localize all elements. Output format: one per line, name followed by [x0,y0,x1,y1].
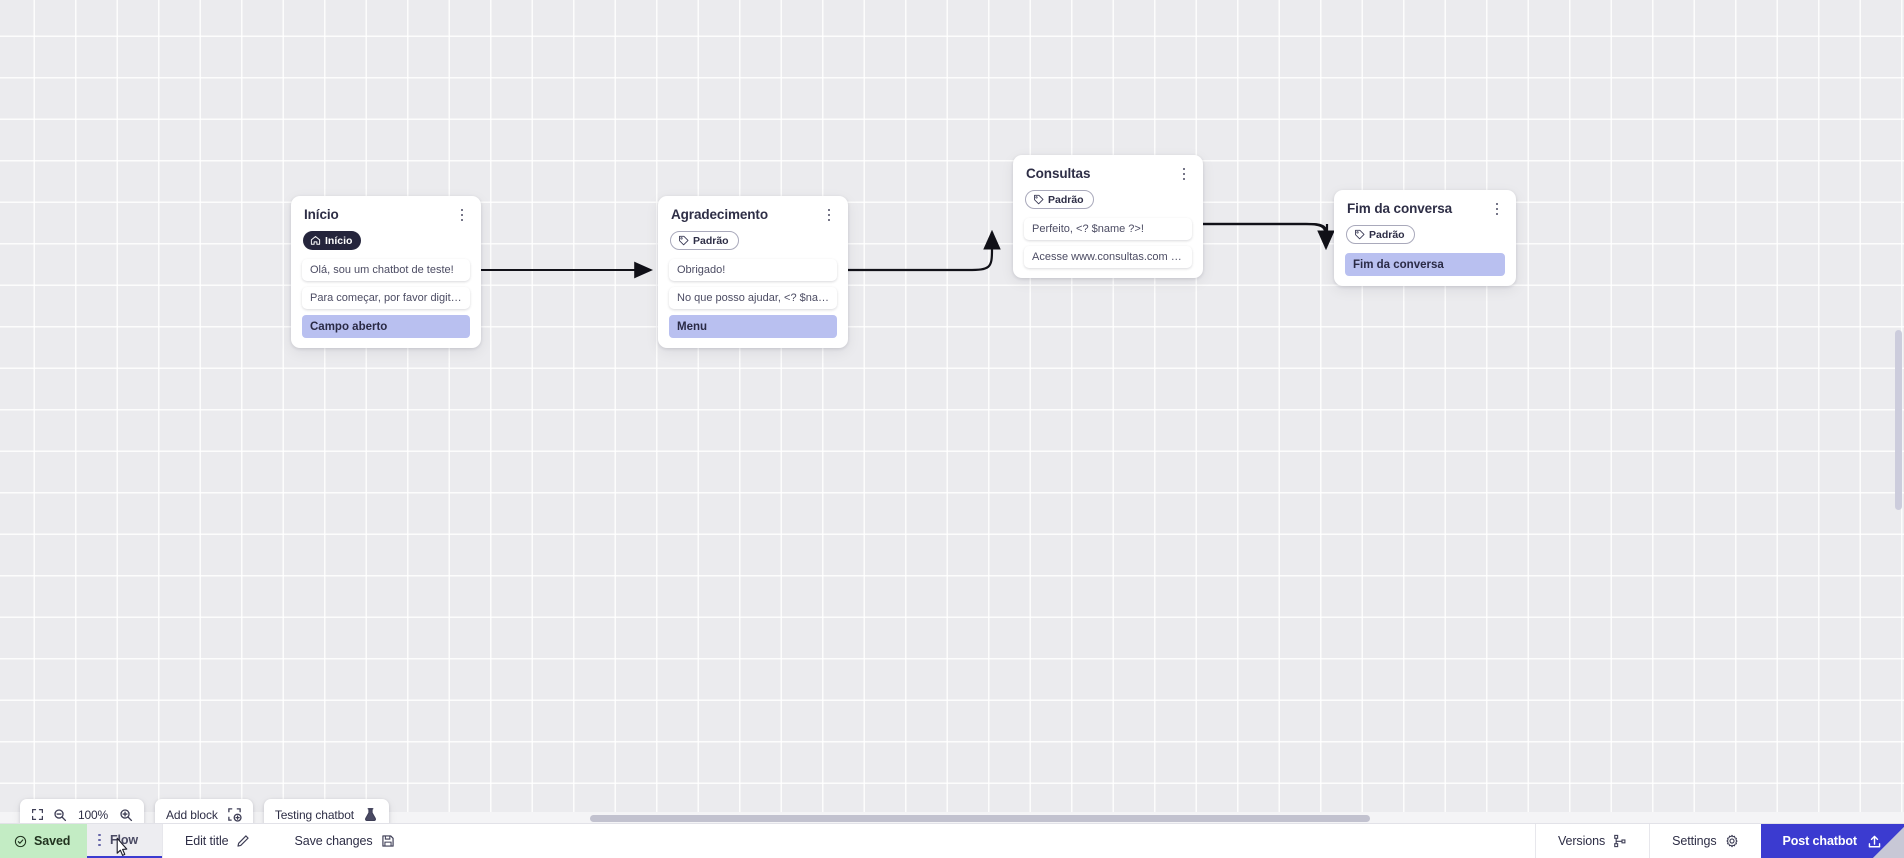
flask-icon [363,807,378,822]
node-action[interactable]: Fim da conversa [1345,253,1505,276]
settings-label: Settings [1672,834,1717,848]
flow-node-agradecimento[interactable]: Agradecimento Padrão Obrigado! No que po… [658,196,848,348]
settings-button[interactable]: Settings [1649,824,1760,858]
check-circle-icon [14,835,27,847]
gear-icon [1725,834,1738,848]
node-badge-label: Padrão [1369,228,1405,241]
versions-label: Versions [1557,834,1606,848]
node-badge-padrao[interactable]: Padrão [1025,190,1094,209]
node-message-text: Acesse www.consultas.com par... [1032,251,1184,263]
node-badge-inicio[interactable]: Início [303,231,362,250]
node-message-text: No que posso ajudar, <? $name ... [677,292,829,304]
flow-canvas[interactable]: Início Início Olá, sou um chatbot de tes… [0,0,1904,823]
vertical-scrollbar-thumb[interactable] [1895,330,1902,510]
node-badge-label: Início [325,234,353,247]
zoom-out-icon[interactable] [53,808,67,822]
node-title: Consultas [1026,166,1091,181]
kebab-menu-icon[interactable] [98,833,101,847]
pencil-icon [237,835,250,847]
tag-icon [679,235,689,246]
bottom-status-bar: Saved Flow Edit title Save changes [0,823,1904,858]
home-icon [310,236,321,245]
edge-consultas-fim-tail [1202,222,1335,251]
fit-screen-icon[interactable] [31,808,44,821]
node-badge-label: Padrão [693,234,729,247]
tab-flow-label: Flow [109,833,139,847]
node-action[interactable]: Menu [669,315,837,338]
edge-agradecimento-consultas [847,229,1001,272]
node-badge-row: Padrão [1345,225,1505,245]
node-action-text: Campo aberto [310,320,388,333]
flow-node-inicio[interactable]: Início Início Olá, sou um chatbot de tes… [291,196,481,348]
node-title: Fim da conversa [1347,201,1453,216]
node-message[interactable]: Perfeito, <? $name ?>! [1024,218,1192,240]
kebab-menu-icon[interactable] [1489,200,1505,218]
node-title: Agradecimento [671,207,768,222]
kebab-menu-icon[interactable] [821,206,837,224]
floppy-disk-icon [381,835,394,847]
kebab-menu-icon[interactable] [1176,165,1192,183]
node-message[interactable]: Acesse www.consultas.com par... [1024,246,1192,268]
node-message[interactable]: No que posso ajudar, <? $name ... [669,287,837,309]
node-badge-row: Padrão [1024,190,1192,210]
node-header: Agradecimento [669,207,837,224]
node-message-text: Para começar, por favor digite o ... [310,292,462,304]
branch-icon [1614,834,1626,848]
node-message[interactable]: Para começar, por favor digite o ... [302,287,470,309]
node-message-text: Perfeito, <? $name ?>! [1032,223,1144,235]
node-header: Fim da conversa [1345,201,1505,218]
flow-node-consultas[interactable]: Consultas Padrão Perfeito, <? $name ?>! … [1013,155,1203,278]
edit-title-button[interactable]: Edit title [162,824,272,858]
horizontal-scrollbar-thumb[interactable] [590,814,1370,822]
tag-icon [1355,229,1365,240]
vertical-scrollbar[interactable] [1893,0,1904,823]
node-message[interactable]: Olá, sou um chatbot de teste! [302,259,470,281]
horizontal-scrollbar[interactable] [0,812,1904,823]
node-message-text: Olá, sou um chatbot de teste! [310,264,454,276]
node-badge-padrao[interactable]: Padrão [670,231,739,250]
node-header: Consultas [1024,166,1192,183]
node-title: Início [304,207,339,222]
node-action[interactable]: Campo aberto [302,315,470,338]
testing-chatbot-label: Testing chatbot [274,807,355,822]
add-block-label: Add block [166,807,218,822]
node-badge-padrao[interactable]: Padrão [1346,225,1415,244]
versions-button[interactable]: Versions [1534,824,1649,858]
tag-icon [1034,194,1044,205]
bottom-bar-left: Saved Flow Edit title Save changes [0,824,417,858]
saved-label: Saved [34,834,71,848]
add-block-icon [227,807,242,822]
node-badge-row: Padrão [669,231,837,251]
kebab-menu-icon[interactable] [454,206,470,224]
node-action-text: Menu [677,320,708,333]
post-chatbot-label: Post chatbot [1782,834,1858,848]
post-chatbot-button[interactable]: Post chatbot [1760,824,1904,858]
node-message[interactable]: Obrigado! [669,259,837,281]
save-changes-label: Save changes [294,834,373,848]
node-badge-row: Início [302,231,470,251]
save-changes-button[interactable]: Save changes [272,824,416,858]
upload-icon [1868,835,1881,847]
zoom-level-value[interactable]: 100% [78,807,108,822]
node-action-text: Fim da conversa [1353,258,1444,271]
edge-consultas-fim [1202,222,1329,241]
flow-connectors [481,222,1335,279]
node-badge-label: Padrão [1048,193,1084,206]
node-header: Início [302,207,470,224]
node-message-text: Obrigado! [677,264,726,276]
zoom-in-icon[interactable] [119,808,133,822]
status-badge-saved: Saved [0,824,88,858]
tab-flow[interactable]: Flow [87,824,163,858]
bottom-bar-right: Versions Settings Post chatbot [1534,824,1904,858]
flow-node-fim-da-conversa[interactable]: Fim da conversa Padrão Fim da conversa [1334,190,1516,286]
edit-title-label: Edit title [185,834,229,848]
